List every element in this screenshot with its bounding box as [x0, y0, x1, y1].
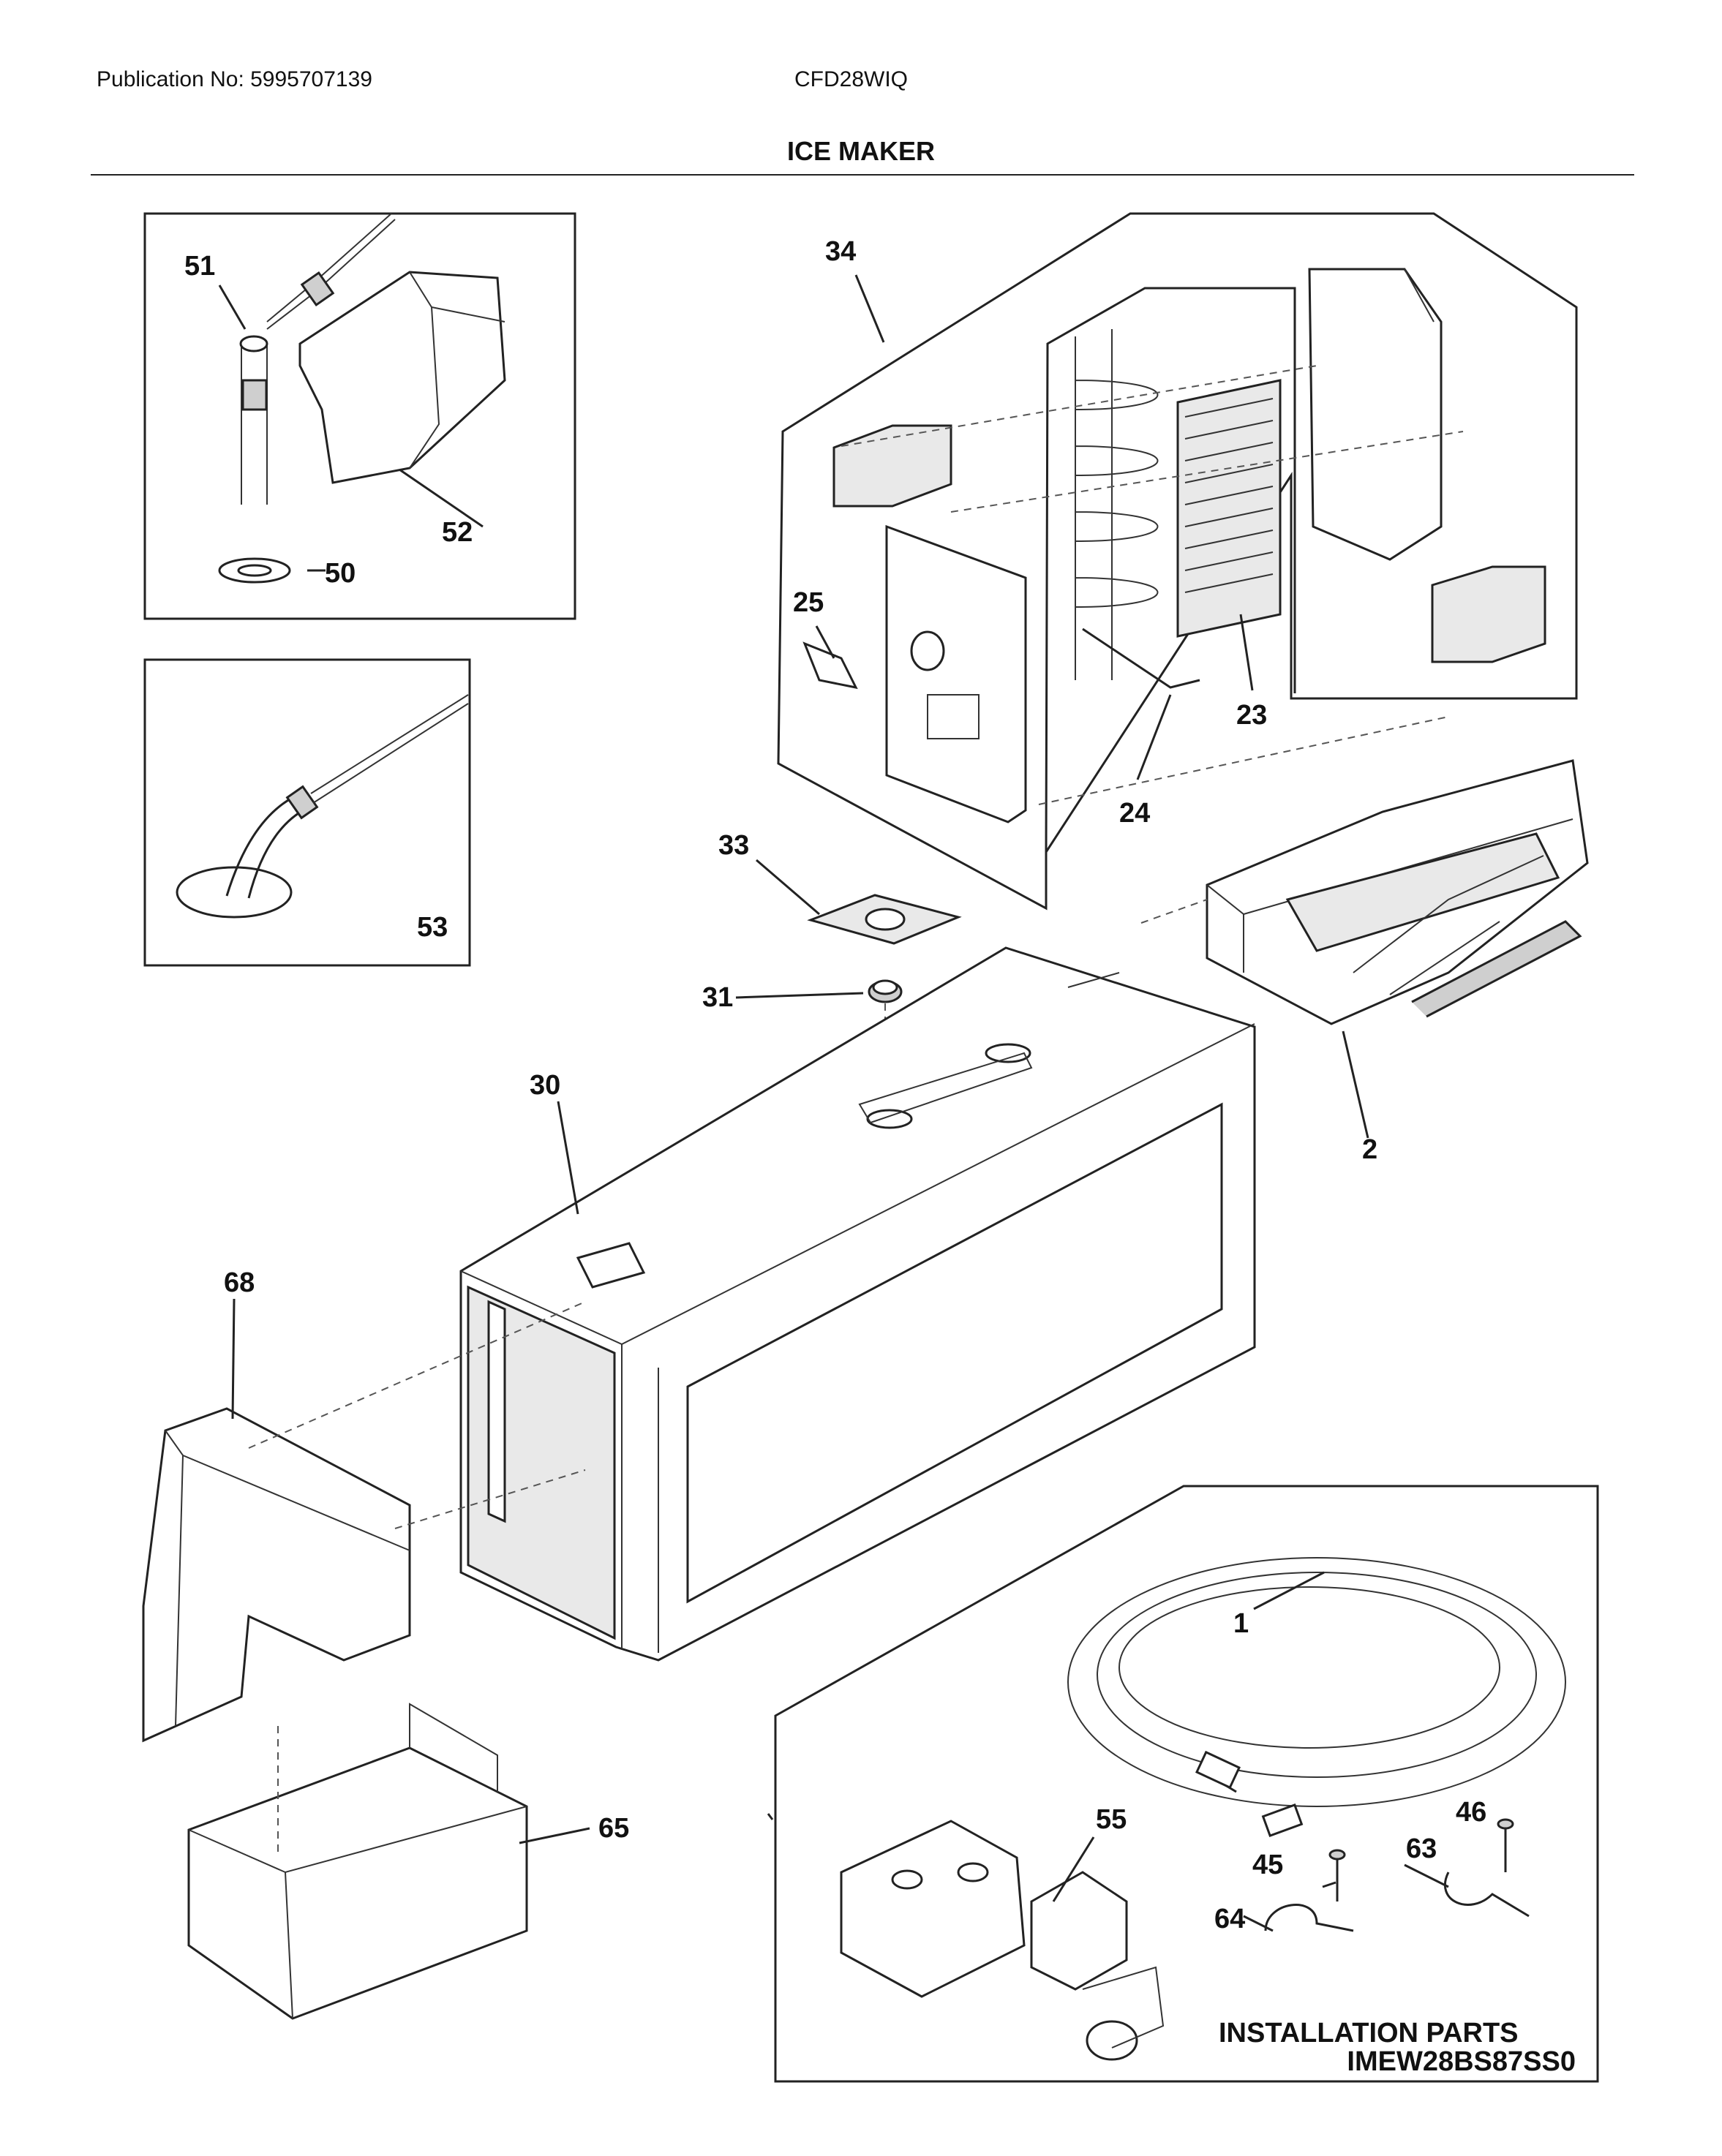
- callout-50: 50: [325, 558, 356, 589]
- callout-52: 52: [442, 517, 473, 548]
- callout-51: 51: [184, 251, 215, 282]
- callout-55: 55: [1096, 1804, 1127, 1835]
- leader-lines: [218, 274, 1449, 1932]
- callout-2: 2: [1362, 1134, 1377, 1165]
- installation-parts-label: INSTALLATION PARTS: [1219, 2018, 1519, 2048]
- installation-parts-panel: [774, 1485, 1599, 2083]
- callout-64: 64: [1214, 1904, 1245, 1934]
- evaporator-assembly: [777, 212, 1578, 911]
- callout-25: 25: [793, 587, 824, 618]
- callout-53: 53: [417, 912, 448, 943]
- ice-bucket: [187, 1703, 528, 2020]
- callout-33: 33: [718, 830, 749, 861]
- callout-31: 31: [702, 982, 733, 1013]
- callout-63: 63: [1406, 1833, 1437, 1864]
- gasket-and-grommet: [807, 894, 962, 1112]
- page-title: ICE MAKER: [786, 136, 935, 166]
- model-number: CFD28WIQ: [794, 67, 909, 91]
- callout-46: 46: [1456, 1797, 1486, 1828]
- ice-container-housing: [459, 946, 1256, 1662]
- callout-68: 68: [224, 1267, 255, 1298]
- callout-34: 34: [825, 236, 856, 267]
- callout-1: 1: [1233, 1608, 1249, 1639]
- ice-maker-module: [1140, 759, 1589, 1025]
- callout-45: 45: [1252, 1850, 1283, 1880]
- header-divider: [91, 174, 1634, 176]
- callout-labels: 51 52 50 53 34 25 23 24 33 31 30 2 68 1 …: [184, 236, 1519, 2048]
- chute-cover: [142, 1301, 586, 1743]
- callout-30: 30: [530, 1070, 560, 1101]
- callout-23: 23: [1236, 700, 1267, 731]
- callout-65: 65: [598, 1813, 629, 1844]
- detail-panel-50-52: [143, 212, 576, 620]
- callout-24: 24: [1119, 798, 1150, 829]
- publication-number: Publication No: 5995707139: [97, 67, 372, 91]
- diagram-code: IMEW28BS87SS0: [1347, 2046, 1576, 2077]
- detail-panel-53: [143, 658, 471, 967]
